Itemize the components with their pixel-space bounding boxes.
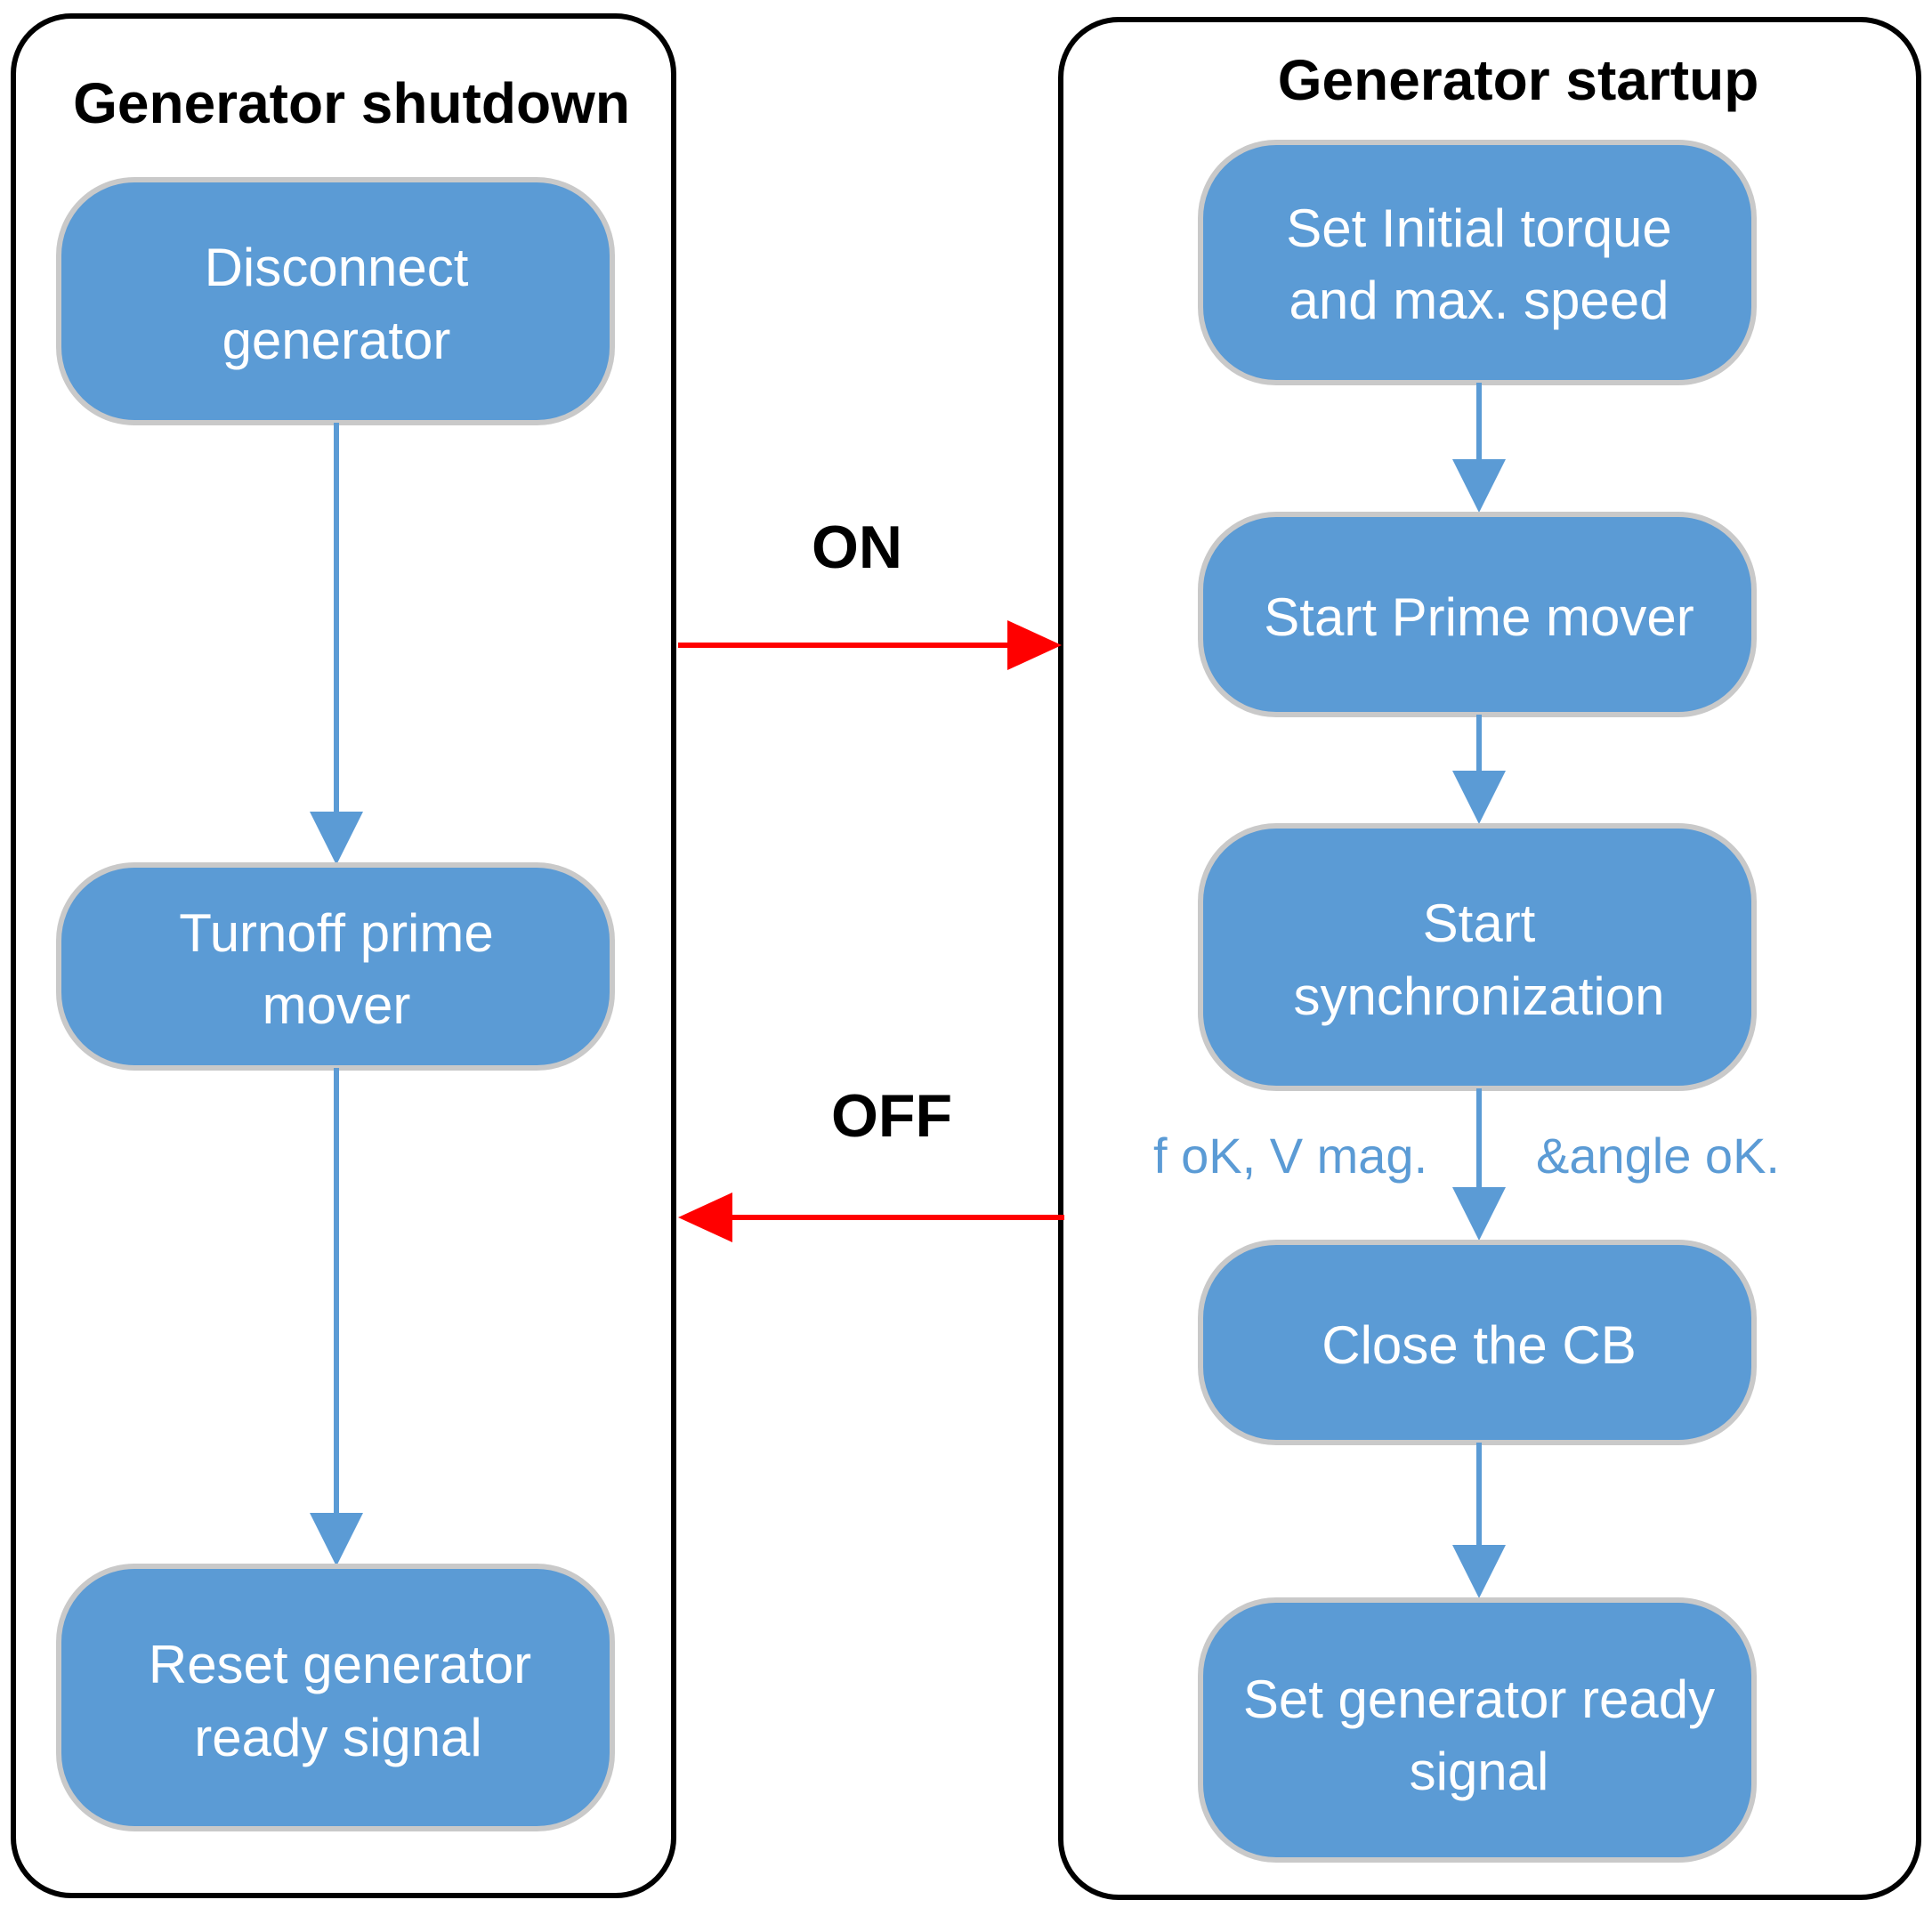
startup-step-close-cb: Close the CB <box>1198 1240 1757 1445</box>
startup-step-label-line1: Start <box>1423 893 1536 953</box>
shutdown-flow-arrow-1 <box>310 423 363 865</box>
startup-step-label-line1: Set generator ready <box>1243 1669 1715 1729</box>
startup-step-box <box>1198 140 1757 385</box>
startup-step-label-line1: Close the CB <box>1322 1315 1637 1375</box>
startup-step-label-line1: Start Prime mover <box>1264 587 1694 647</box>
off-transition-arrow-head <box>678 1192 732 1242</box>
startup-step-start-synchronization: Start synchronization <box>1198 823 1757 1091</box>
startup-step-label-line2: synchronization <box>1294 966 1665 1026</box>
startup-flow-arrow-1 <box>1452 383 1506 513</box>
shutdown-step-label-line2: mover <box>263 975 411 1035</box>
flow-arrow-head <box>1452 1545 1506 1598</box>
startup-step-set-initial-torque: Set Initial torque and max. speed <box>1198 140 1757 385</box>
startup-step-start-prime-mover: Start Prime mover <box>1198 512 1757 717</box>
flow-arrow-head <box>310 1513 363 1566</box>
shutdown-step-box <box>56 177 615 425</box>
off-transition: OFF <box>678 1082 1064 1242</box>
shutdown-step-label-line2: generator <box>222 311 451 370</box>
on-transition-label: ON <box>812 513 902 581</box>
startup-step-label-line2: signal <box>1410 1742 1549 1801</box>
flow-arrow-head <box>1452 459 1506 513</box>
startup-flow-arrow-4 <box>1452 1443 1506 1598</box>
shutdown-panel: Generator shutdown Disconnect generator … <box>11 13 676 1898</box>
on-transition-arrow-head <box>1007 620 1062 670</box>
on-transition: ON <box>678 513 1062 670</box>
startup-step-set-ready-signal: Set generator ready signal <box>1198 1597 1757 1863</box>
startup-step-label-line2: and max. speed <box>1289 271 1669 330</box>
startup-panel-title: Generator startup <box>1278 48 1759 112</box>
shutdown-step-label-line1: Disconnect <box>205 238 469 297</box>
sync-condition-left: f oK, V mag. <box>1153 1128 1427 1184</box>
shutdown-step-label-line1: Turnoff prime <box>179 903 493 963</box>
shutdown-step-box <box>56 862 615 1071</box>
sync-condition-right: &angle oK. <box>1536 1128 1780 1184</box>
shutdown-step-box <box>56 1564 615 1831</box>
shutdown-step-label-line2: ready signal <box>194 1708 482 1767</box>
shutdown-step-label-line1: Reset generator <box>149 1635 531 1694</box>
startup-panel: Generator startup Set Initial torque and… <box>1058 17 1921 1900</box>
shutdown-flow-arrow-2 <box>310 1068 363 1566</box>
flow-arrow-head <box>1452 771 1506 824</box>
flow-arrow-head <box>1452 1187 1506 1241</box>
off-transition-label: OFF <box>831 1082 952 1150</box>
startup-step-box <box>1198 1597 1757 1863</box>
flow-arrow-head <box>310 812 363 865</box>
shutdown-step-disconnect-generator: Disconnect generator <box>56 177 615 425</box>
startup-flow-arrow-3 <box>1452 1088 1506 1241</box>
shutdown-panel-title: Generator shutdown <box>73 71 630 135</box>
startup-step-label-line1: Set Initial torque <box>1286 198 1672 258</box>
startup-flow-arrow-2 <box>1452 715 1506 824</box>
startup-step-box <box>1198 823 1757 1091</box>
shutdown-step-reset-ready-signal: Reset generator ready signal <box>56 1564 615 1831</box>
shutdown-step-turnoff-prime-mover: Turnoff prime mover <box>56 862 615 1071</box>
